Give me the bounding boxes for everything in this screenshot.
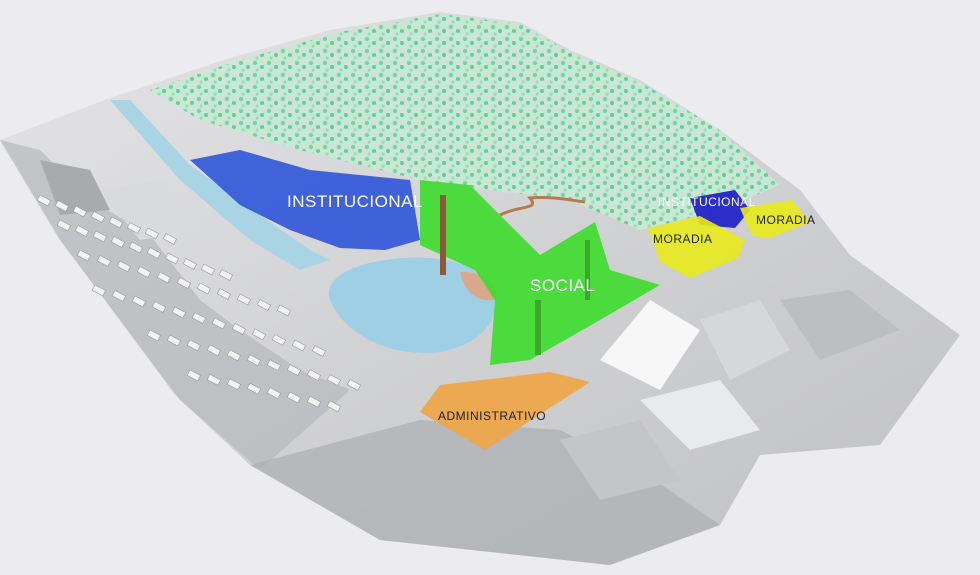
building [346,379,362,391]
building-cluster [36,194,362,413]
lake [328,196,586,353]
building [176,277,192,289]
building [231,323,247,335]
building [128,241,144,254]
building [74,225,90,237]
terrain-facet-2 [700,300,790,380]
building [72,205,88,218]
building [186,339,202,352]
building [146,247,162,259]
building [166,334,182,347]
lake-shore [460,271,496,301]
building [54,200,70,212]
building [226,349,242,362]
building [56,219,72,232]
building [206,373,222,386]
building [151,301,167,313]
building [326,374,342,386]
building [226,378,242,391]
building [108,216,124,229]
building [306,369,322,381]
zone-institucional-small[interactable] [690,190,750,228]
forest-area [150,14,780,230]
building [326,400,342,413]
building [286,364,302,376]
building [171,306,187,319]
label-moradia-right: MORADIA [756,213,816,227]
zones [190,150,810,450]
terrain-facet-3 [780,290,900,360]
tree-trunk [440,195,446,275]
building [218,269,234,281]
building [131,295,147,308]
building [266,359,282,372]
building [92,230,108,243]
building [236,293,252,306]
building [251,328,267,341]
label-institucional-small: INSTITUCIONAL [658,195,756,209]
building [96,255,112,267]
building [186,369,202,382]
zone-moradia-left[interactable] [648,216,745,278]
terrain-facet-1 [600,300,700,390]
building [216,288,232,300]
building [291,339,307,352]
terrain-facet-4 [640,380,760,450]
tree-trunk [535,300,541,355]
label-social: SOCIAL [530,276,595,295]
building [276,304,292,317]
building [266,387,282,399]
zone-administrativo[interactable] [420,372,590,450]
label-moradia-left: MORADIA [653,232,713,246]
building [144,227,160,240]
building [36,194,52,207]
building [286,391,302,404]
building [91,284,107,297]
terrain-facet-6 [100,180,200,240]
building [164,252,180,265]
label-administrativo: ADMINISTRATIVO [438,409,546,423]
building [146,329,162,342]
tree-trunk [585,240,590,300]
building [191,312,207,324]
building [271,334,287,346]
building [200,263,216,276]
lake-water [328,257,496,353]
building [182,258,198,270]
building [90,211,106,223]
building [246,382,262,395]
building [136,266,152,278]
building [156,271,172,284]
building [76,249,92,262]
building [246,354,262,367]
building [256,299,272,311]
trail [499,196,586,217]
terrain-facet-5 [560,420,680,500]
label-institucional-main: INSTITUCIONAL [287,192,423,211]
zone-labels: INSTITUCIONAL SOCIAL INSTITUCIONAL MORAD… [287,192,816,423]
zone-institucional-main[interactable] [190,150,420,250]
building [196,282,212,295]
terrain-shade-left [0,140,350,470]
building [111,290,127,302]
building [116,260,132,273]
building [110,236,126,248]
building [211,317,227,330]
zone-moradia-right[interactable] [740,200,810,238]
zone-social[interactable] [420,180,660,365]
building [206,344,222,357]
building [306,395,322,408]
forest [150,14,780,230]
river [110,100,330,270]
building [126,222,142,234]
building [162,233,178,245]
building [311,345,327,357]
